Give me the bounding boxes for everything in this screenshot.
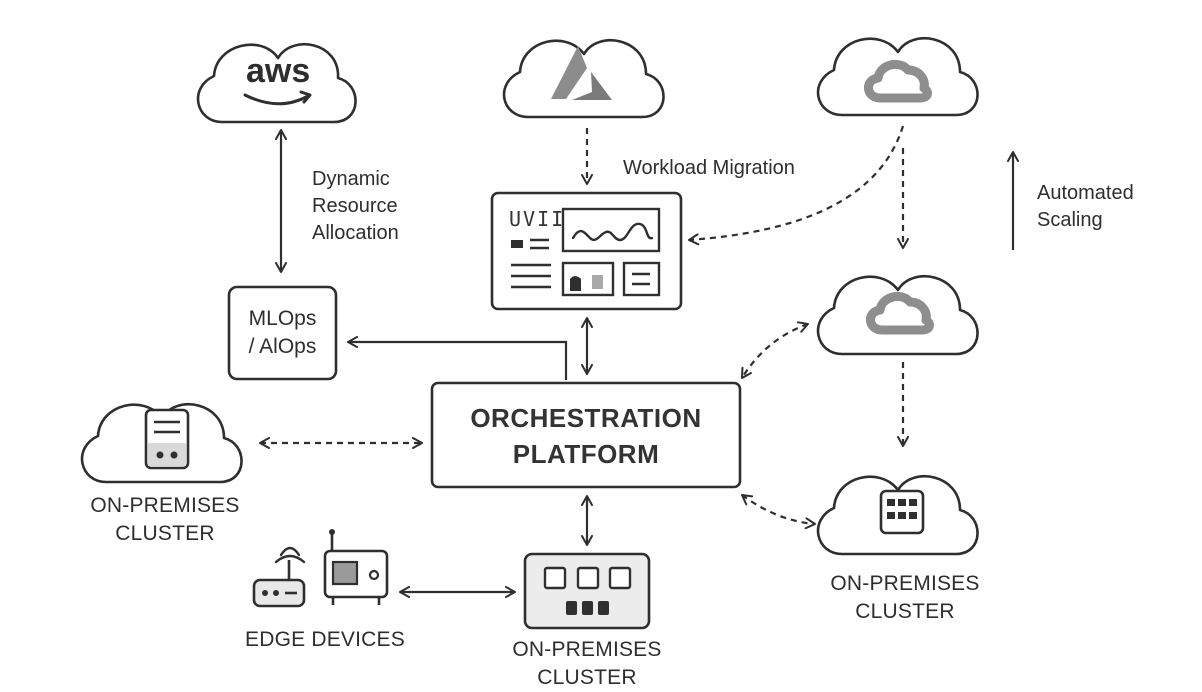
- grid-rack-icon: [879, 489, 925, 535]
- bottom-cluster-line-1: ON-PREMISES: [512, 638, 662, 661]
- azure-logo-icon: [551, 46, 612, 100]
- automated-scaling-label: Automated Scaling: [1037, 180, 1134, 234]
- server-icon: [144, 408, 190, 470]
- edge-devices-label: EDGE DEVICES: [245, 628, 405, 651]
- mlops-label: MLOps / AlOps: [229, 305, 336, 361]
- dynamic-allocation-label: Dynamic Resource Allocation: [312, 166, 399, 247]
- arrow-gcp-orchestration: [741, 321, 809, 379]
- mlops-line-1: MLOps: [248, 307, 317, 330]
- aws-smile-icon: [243, 93, 310, 106]
- aws-logo-text: aws: [246, 52, 311, 90]
- mlops-line-2: / AlOps: [248, 335, 317, 358]
- automated-line-2: Scaling: [1037, 209, 1103, 231]
- left-cluster-label: ON-PREMISES CLUSTER: [60, 492, 270, 548]
- azure-cloud: [502, 39, 665, 119]
- orchestration-line-1: ORCHESTRATION: [470, 403, 702, 433]
- orchestration-line-2: PLATFORM: [512, 439, 660, 469]
- iot-gateway-icon: [323, 529, 389, 605]
- right-cluster-line-2: CLUSTER: [855, 600, 955, 623]
- gcp-cloud-top: [816, 37, 979, 117]
- dynamic-line-2: Resource: [312, 195, 398, 217]
- dynamic-line-1: Dynamic: [312, 168, 390, 190]
- arrow-orchestration-right-cluster: [741, 494, 816, 530]
- arrow-orchestration-mlops: [347, 336, 568, 380]
- mlops-box: [227, 285, 338, 381]
- orchestration-platform-label: ORCHESTRATION PLATFORM: [432, 400, 740, 472]
- right-cluster-label: ON-PREMISES CLUSTER: [800, 570, 1010, 626]
- google-cloud-logo-icon: [866, 291, 934, 335]
- aws-cloud: [196, 43, 357, 124]
- on-premises-cloud-right: [816, 475, 979, 556]
- dashboard-logo-text: UVII: [509, 207, 566, 231]
- arrow-gcp-dashboard: [688, 125, 905, 246]
- bottom-cluster-label: ON-PREMISES CLUSTER: [482, 636, 692, 692]
- dynamic-line-3: Allocation: [312, 222, 399, 244]
- on-premises-cluster-bottom-device: [523, 552, 651, 630]
- router-icon: [252, 546, 306, 608]
- waveform-chart-icon: [571, 222, 654, 242]
- left-cluster-line-2: CLUSTER: [115, 522, 215, 545]
- gcp-cloud-right: [816, 275, 979, 356]
- left-cluster-line-1: ON-PREMISES: [90, 494, 240, 517]
- workload-migration-label: Workload Migration: [623, 157, 795, 179]
- automated-line-1: Automated: [1037, 182, 1134, 204]
- orchestration-platform-box: [430, 381, 742, 489]
- on-premises-cloud-left: [80, 403, 243, 484]
- right-cluster-line-1: ON-PREMISES: [830, 572, 980, 595]
- bottom-cluster-line-2: CLUSTER: [537, 666, 637, 689]
- google-cloud-logo-icon: [864, 59, 932, 103]
- dashboard-monitor: [490, 191, 683, 311]
